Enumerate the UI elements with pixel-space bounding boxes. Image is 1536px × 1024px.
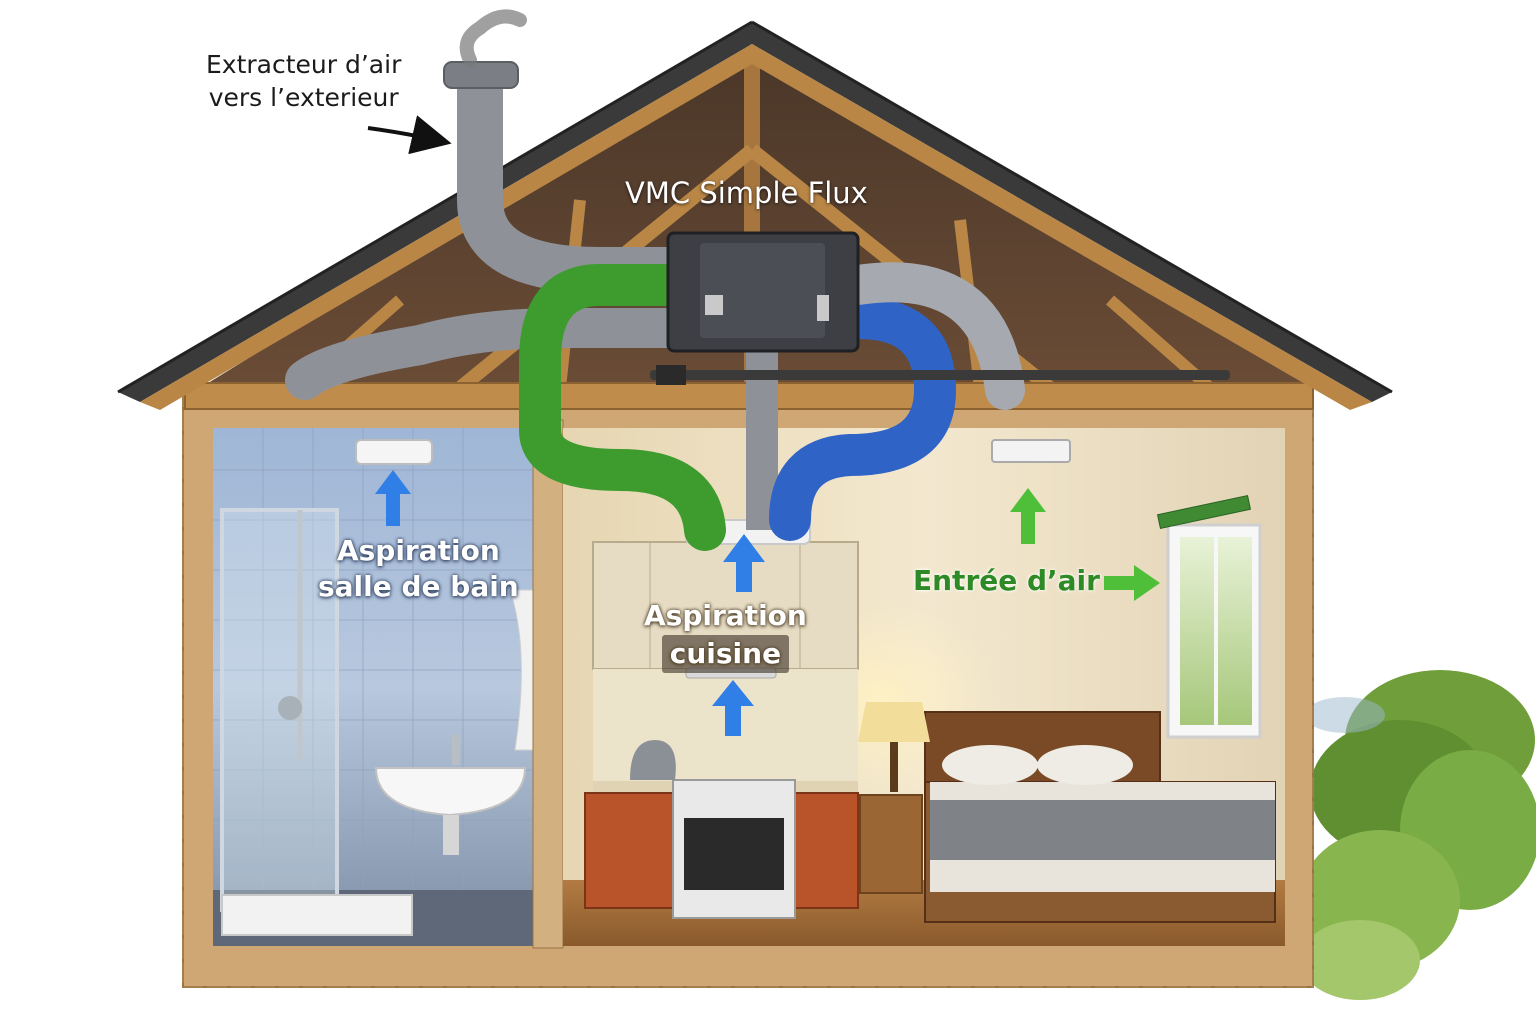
ventilation-ducts [285, 9, 1025, 551]
bedroom-ceiling-grille [991, 439, 1071, 463]
extractor-label-line1: Extracteur d’air [206, 50, 402, 79]
extractor-pointer-arrow [367, 115, 452, 155]
air-inlet-label: Entrée d’air [913, 564, 1100, 597]
bathroom-airflow-arrow [375, 470, 411, 526]
kitchen-label: Aspiration cuisine [644, 597, 807, 673]
kitchen [584, 519, 859, 919]
vmc-label: VMC Simple Flux [625, 176, 868, 210]
kitchen-label-line1: Aspiration [644, 599, 807, 632]
kitchen-lower-airflow-arrow [712, 680, 754, 736]
right-grey-duct [838, 262, 1025, 410]
bathroom-label-line2: salle de bain [318, 570, 519, 603]
bathroom-label-line1: Aspiration [336, 534, 500, 567]
window-trickle-vent [1156, 494, 1252, 530]
extractor-label: Extracteur d’air vers l’exterieur [206, 48, 401, 114]
airflow-arrows [367, 115, 1160, 736]
blue-duct [769, 297, 957, 541]
air-inlet-arrow [1104, 565, 1160, 601]
kitchen-label-line2: cuisine [661, 635, 790, 673]
kitchen-green-duct [519, 264, 726, 551]
bathroom-label: Aspiration salle de bain [318, 533, 519, 605]
kitchen-upper-airflow-arrow [723, 534, 765, 592]
extractor-label-line2: vers l’exterieur [208, 83, 399, 112]
garden-greenery [1300, 670, 1536, 1000]
partition-wall [532, 419, 564, 949]
bathroom [213, 428, 536, 946]
bedroom [858, 439, 1276, 923]
roof [117, 20, 1393, 410]
bathroom-extract-vent [355, 439, 433, 465]
vmc-unit [650, 231, 1230, 385]
bedroom-airflow-arrow [1010, 488, 1046, 544]
roof-exhaust-cap [443, 61, 519, 89]
